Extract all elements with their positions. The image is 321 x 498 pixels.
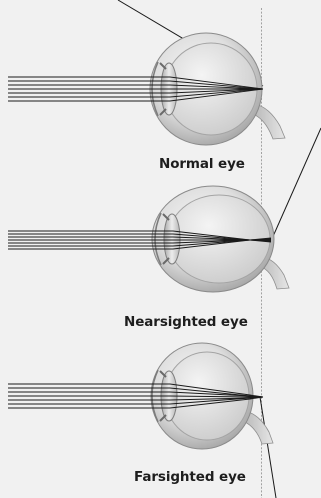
farsighted-eye-label: Farsighted eye: [134, 469, 246, 485]
pointer-line-right: [271, 128, 321, 241]
lens: [164, 214, 180, 264]
normal-eye-label: Normal eye: [159, 156, 245, 172]
pointer-line-bottom: [260, 397, 276, 498]
nearsighted-eye-label: Nearsighted eye: [124, 314, 248, 330]
